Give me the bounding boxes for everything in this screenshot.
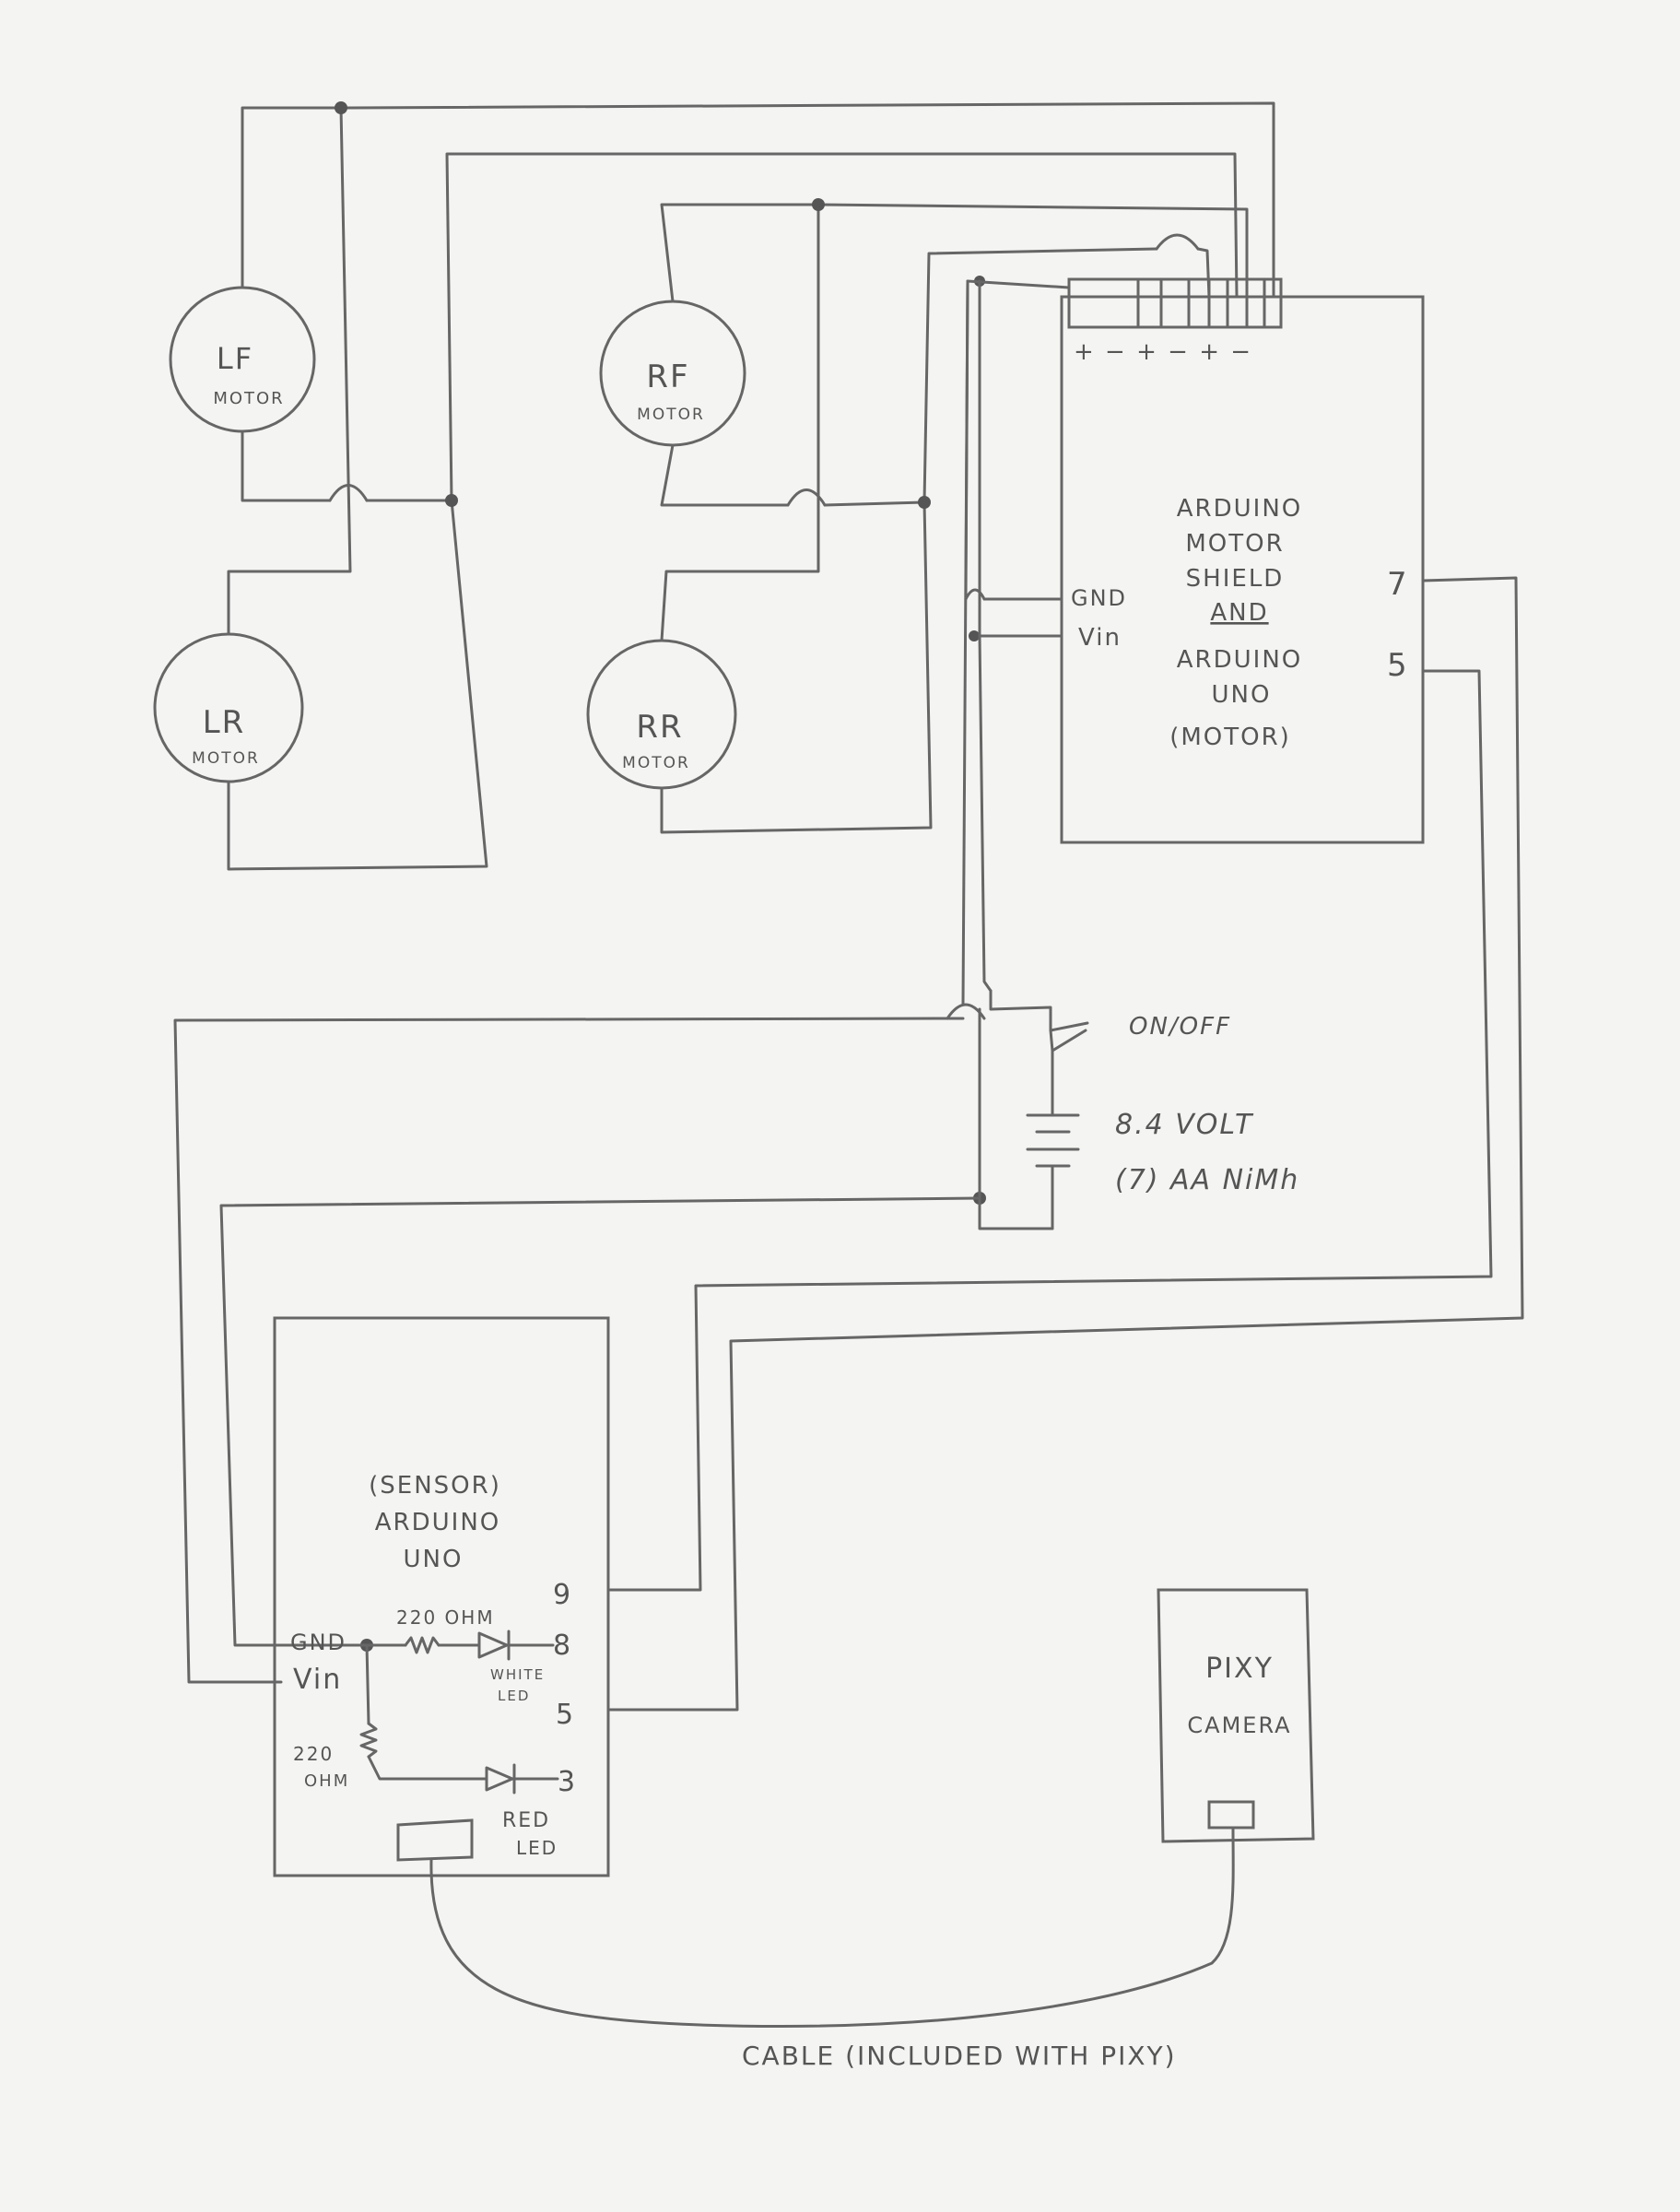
switch-label: ON/OFF [1129,1013,1231,1041]
sensor-board: (SENSOR) ARDUINO UNO GND Vin 9 8 5 3 220… [273,1316,610,1877]
pixy-cable: CABLE (INCLUDED WITH PIXY) [429,1828,1235,2071]
sensor-pin-vin: Vin [293,1664,342,1696]
motor-board-line-2: MOTOR [1185,530,1284,558]
rr-motor: RR MOTOR [586,639,737,790]
motor-board-pin-vin: Vin [1078,624,1122,652]
motor-board-line-6: UNO [1212,681,1272,709]
rf-motor-name: RF [646,359,689,395]
power-section: ON/OFF 8.4 VOLT (7) AA NiMh [978,989,1299,1230]
lr-motor: LR MOTOR [153,632,304,783]
lr-motor-sub: MOTOR [192,749,260,768]
rf-motor: RF MOTOR [599,300,746,447]
battery-label-1: 8.4 VOLT [1115,1109,1254,1141]
resistor-2-label-1: 220 [293,1743,334,1765]
motor-board-pin-5: 5 [1387,647,1409,684]
motor-board-line-3: SHIELD [1186,565,1285,593]
motor-board-pin-gnd: GND [1071,585,1127,611]
battery-label-2: (7) AA NiMh [1115,1164,1299,1196]
sensor-board-line-1: (SENSOR) [369,1472,501,1500]
resistor-2-label-2: OHM [304,1771,349,1791]
pixy-camera: PIXY CAMERA [1157,1588,1315,1843]
shield-power-wires [961,279,1071,1006]
lf-motor: LF MOTOR [169,286,316,433]
pixy-label-1: PIXY [1205,1653,1274,1685]
pixy-label-2: CAMERA [1187,1712,1291,1738]
sensor-pin-8: 8 [553,1630,572,1662]
sensor-pin-gnd: GND [290,1630,347,1655]
motor-board-line-1: ARDUINO [1177,495,1302,523]
sensor-pin-5: 5 [556,1699,575,1731]
motor-board-line-5: ARDUINO [1177,646,1302,674]
sensor-pin-3: 3 [558,1766,577,1798]
signal-wires [606,576,1524,1712]
sensor-board-line-2: ARDUINO [375,1509,500,1536]
motor-board: + − + − + − ARDUINO MOTOR SHIELD AND ARD… [1060,277,1425,844]
lf-motor-sub: MOTOR [213,389,284,408]
white-led-label-1: WHITE [490,1666,545,1683]
sensor-pin-9: 9 [553,1579,572,1611]
resistor-1-label: 220 OHM [396,1606,495,1629]
sensor-board-line-3: UNO [404,1546,464,1573]
lf-motor-name: LF [217,341,253,376]
cable-label: CABLE (INCLUDED WITH PIXY) [742,2041,1177,2071]
motor-board-line-7: (MOTOR) [1169,724,1291,751]
red-led-label-1: RED [502,1809,550,1832]
white-led-label-2: LED [498,1688,530,1704]
sensor-power-wires [173,1003,986,1684]
rf-motor-sub: MOTOR [637,406,705,424]
rr-motor-sub: MOTOR [622,754,690,772]
rr-motor-name: RR [636,709,683,746]
red-led-label-2: LED [516,1837,558,1859]
motor-board-terminal-signs: + − + − + − [1074,338,1252,366]
junction-dots [335,101,986,1652]
lr-motor-name: LR [203,704,246,741]
motor-board-line-4: AND [1210,599,1268,627]
motor-wires [227,101,1275,871]
motor-board-pin-7: 7 [1387,566,1409,603]
